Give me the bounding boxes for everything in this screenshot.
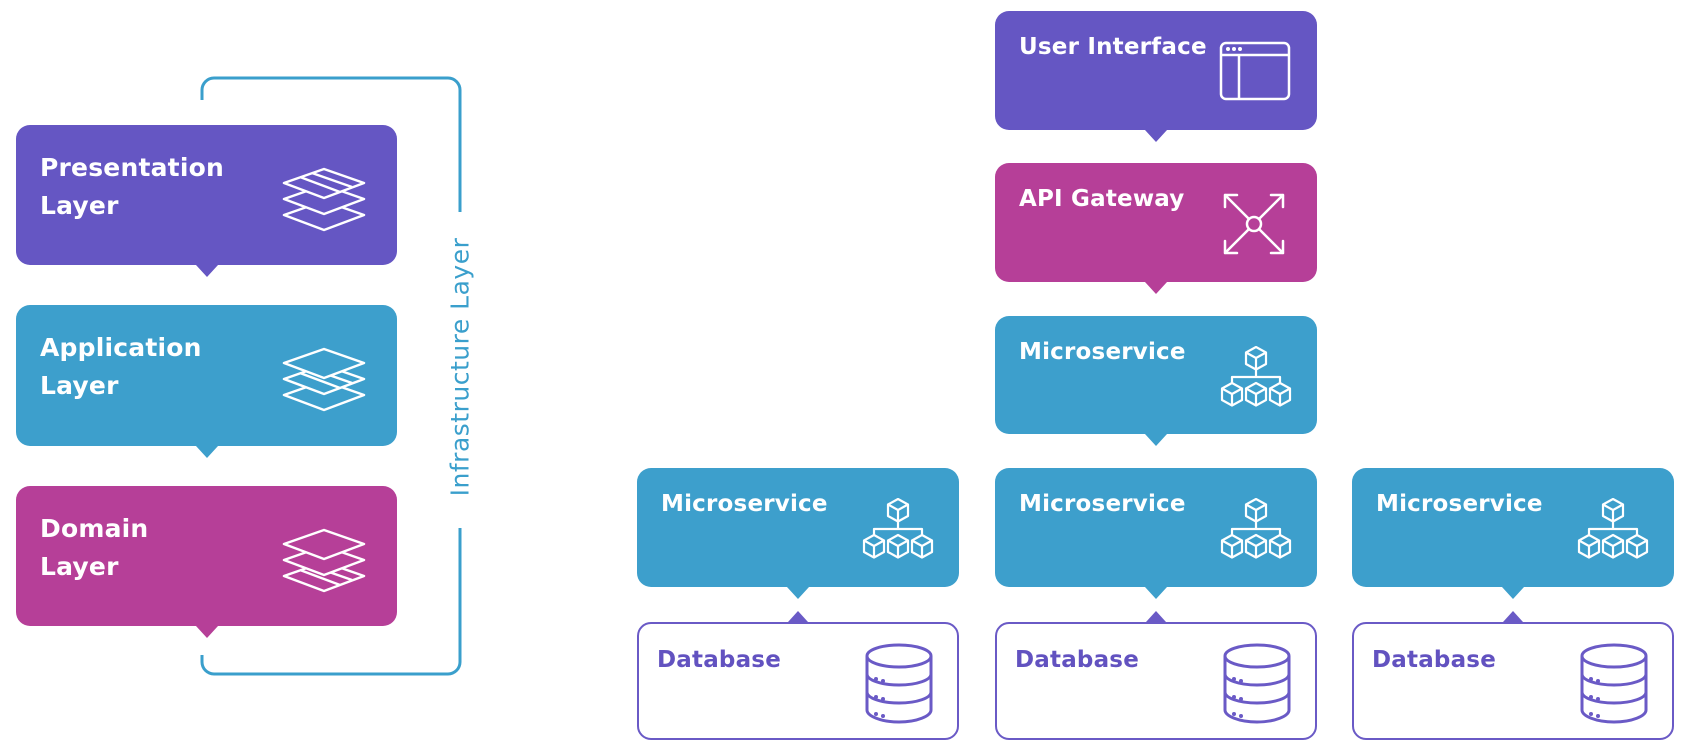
database-box: Database (637, 611, 959, 740)
pointer (1145, 587, 1167, 599)
database-icon (865, 643, 933, 724)
microservice-box: Microservice (1352, 468, 1674, 599)
database-box: Database (1352, 611, 1674, 740)
infrastructure-layer-label: Infrastructure Layer (445, 237, 475, 497)
pointer (1146, 611, 1166, 622)
browser-window-icon (1219, 41, 1291, 101)
pointer (195, 265, 218, 277)
pointer (788, 611, 808, 622)
pointer (1145, 130, 1167, 142)
api-gateway-label: API Gateway (1019, 186, 1185, 212)
microservice-box: Microservice (637, 468, 959, 599)
core-microservice-label: Microservice (1019, 339, 1186, 365)
hierarchy-cubes-icon (1577, 498, 1649, 559)
core-microservice-box: Microservice (995, 316, 1317, 446)
database-icon (1580, 643, 1648, 724)
database-label: Database (1015, 647, 1140, 673)
expand-arrows-icon (1223, 193, 1285, 255)
database-box: Database (995, 611, 1317, 740)
pointer (195, 626, 218, 638)
database-label: Database (657, 647, 782, 673)
database-icon (1223, 643, 1291, 724)
pointer (1503, 611, 1523, 622)
api-gateway-box: API Gateway (995, 163, 1317, 294)
pointer (787, 587, 809, 599)
user-interface-label: User Interface (1019, 34, 1207, 60)
hierarchy-cubes-icon (1220, 498, 1292, 559)
hierarchy-cubes-icon (862, 498, 934, 559)
pointer (1145, 282, 1167, 294)
microservice-label: Microservice (1376, 491, 1543, 517)
pointer (1502, 587, 1524, 599)
pointer (1145, 434, 1167, 446)
microservice-label: Microservice (661, 491, 828, 517)
user-interface-box: User Interface (995, 11, 1317, 142)
layers-middle-icon (282, 347, 366, 412)
microservice-box: Microservice (995, 468, 1317, 599)
microservice-label: Microservice (1019, 491, 1186, 517)
hierarchy-cubes-icon (1220, 346, 1292, 407)
layers-bottom-icon (282, 528, 366, 593)
pointer (195, 446, 218, 458)
layers-top-icon (282, 167, 366, 232)
database-label: Database (1372, 647, 1497, 673)
